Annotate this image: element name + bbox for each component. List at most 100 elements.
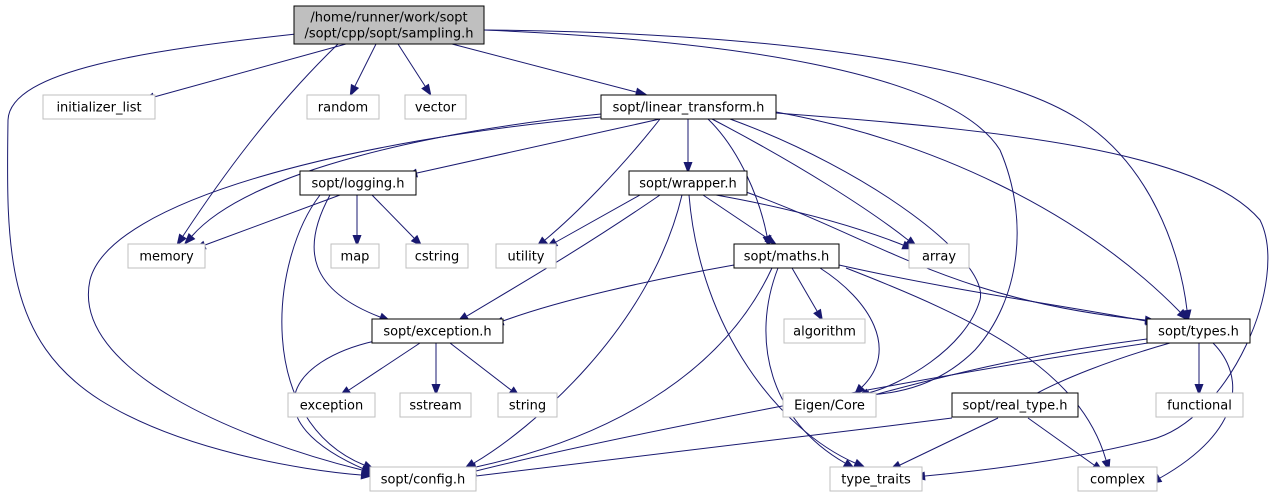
edge-exception-h-to-exception [339,342,421,397]
node-linear-transform[interactable]: sopt/linear_transform.h [600,94,777,120]
node-label: array [922,250,956,265]
node-algorithm: algorithm [783,318,866,344]
node-logging[interactable]: sopt/logging.h [299,170,417,196]
edge-types-to-functional [1194,343,1204,396]
node-eigen-core: Eigen/Core [782,392,877,418]
node-label: cstring [415,250,459,265]
node-real-type[interactable]: sopt/real_type.h [951,392,1079,418]
node-random: random [306,94,380,120]
node-label: sopt/real_type.h [962,399,1067,414]
node-box [908,243,970,269]
edge-logging-to-cstring [371,194,423,247]
node-cstring: cstring [405,243,469,269]
node-layer: /home/runner/work/sopt/sopt/cpp/sopt/sam… [42,5,1251,492]
node-box [306,94,380,120]
node-label: exception [300,399,364,414]
node-label: random [318,101,368,116]
node-maths[interactable]: sopt/maths.h [733,243,840,269]
edge-line [555,194,641,243]
node-types[interactable]: sopt/types.h [1146,318,1251,344]
node-box [1155,392,1244,418]
arrowhead-icon [183,232,196,245]
node-label: algorithm [793,325,856,340]
edge-sampling-to-random [349,43,377,97]
edge-line [1029,342,1171,398]
edge-real-type-to-type-traits [889,417,999,471]
node-wrapper[interactable]: sopt/wrapper.h [628,170,748,196]
node-box [371,318,504,344]
node-sampling[interactable]: /home/runner/work/sopt/sopt/cpp/sopt/sam… [293,5,485,45]
arrowhead-icon [176,233,187,246]
edge-exception-h-to-sstream [431,343,441,396]
node-box [829,466,923,492]
node-label: map [341,250,370,265]
arrowhead-icon [683,162,693,174]
edge-line [899,417,999,466]
node-label: sopt/exception.h [383,325,491,340]
node-box [951,392,1079,418]
node-box [299,170,417,196]
arrowhead-icon [352,235,362,247]
arrowhead-icon [1176,308,1189,321]
edge-maths-to-algorithm [791,267,824,322]
edge-line [397,43,426,87]
node-functional: functional [1155,392,1244,418]
node-label: string [509,399,546,414]
edge-line [354,43,377,87]
edge-sampling-to-initializer-list [142,43,347,102]
edge-line [729,118,982,394]
node-box [600,94,777,120]
node-label: sopt/types.h [1158,325,1239,340]
node-map: map [330,243,380,269]
edge-line [204,194,341,246]
node-box [127,243,206,269]
node-label: sopt/maths.h [744,250,830,265]
edge-line [775,111,1181,313]
edge-line [449,342,512,391]
edge-line [483,29,1018,396]
edge-line [702,194,768,239]
node-box [330,243,380,269]
edge-line [711,118,909,241]
node-box [495,243,557,269]
node-box [782,392,877,418]
edge-line [869,338,1148,397]
edge-linear-transform-to-memory [183,113,602,245]
edge-linear-transform-to-wrapper [683,119,693,174]
node-label: utility [508,250,545,265]
edge-linear-transform-to-types [775,111,1189,321]
edge-line [845,267,1107,461]
node-type-traits: type_traits [829,466,923,492]
node-exception: exception [287,392,376,418]
edge-linear-transform-to-type-traits [775,112,1269,481]
edge-line [475,342,1149,472]
arrowhead-icon [1194,384,1204,396]
edge-exception-h-to-string [449,342,521,398]
edge-line [544,118,661,241]
node-box [783,318,866,344]
node-box [293,5,485,45]
node-box [287,392,376,418]
node-exception-h[interactable]: sopt/exception.h [371,318,504,344]
node-box [733,243,840,269]
node-label: functional [1167,399,1232,414]
node-initializer-list: initializer_list [42,94,156,120]
edge-layer [7,29,1269,484]
edge-line [281,194,365,466]
edge-maths-to-exception-h [491,264,735,326]
arrowhead-icon [410,234,423,247]
edge-sampling-to-eigen-core [483,29,1018,400]
node-label: Eigen/Core [794,399,865,414]
node-string: string [497,392,558,418]
edge-line [838,264,1147,322]
edge-line [451,43,637,93]
edge-line [182,43,339,237]
node-label: sstream [409,399,461,414]
edge-line [371,194,415,239]
edge-line [502,264,735,322]
node-box [405,243,469,269]
node-label: memory [139,250,194,265]
edge-line [153,43,347,98]
edge-line [416,118,661,174]
